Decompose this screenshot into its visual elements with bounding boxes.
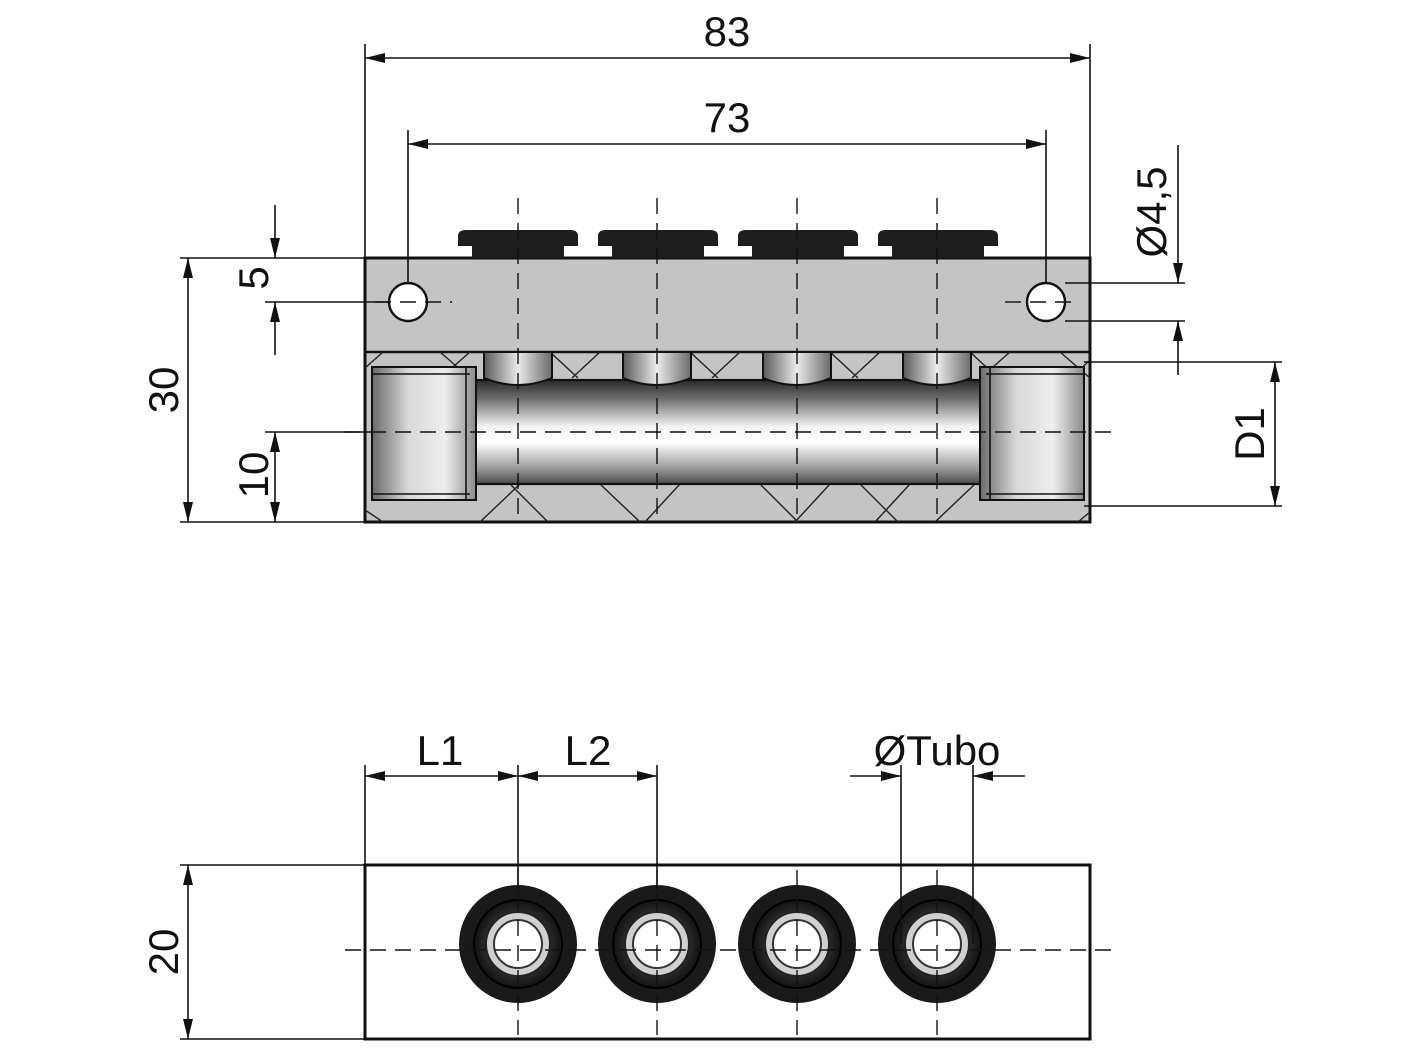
dimension-lines-plan <box>183 771 1025 1039</box>
push-in-fitting-3 <box>738 230 858 258</box>
front-section-view: 83 73 30 5 10 Ø4,5 D1 <box>140 8 1282 524</box>
dim-5-label: 5 <box>230 266 277 289</box>
dim-30-label: 30 <box>140 367 187 414</box>
push-in-fitting-plan-3 <box>738 885 856 1003</box>
dim-d45-label: Ø4,5 <box>1128 166 1175 257</box>
centerlines-plan <box>345 870 1120 1035</box>
centerlines-front <box>345 198 1120 522</box>
plan-view: L1 L2 ØTubo 20 <box>140 727 1120 1041</box>
push-in-fitting-plan-1 <box>459 885 577 1003</box>
dim-l1-label: L1 <box>417 727 464 774</box>
dim-83-label: 83 <box>704 8 751 55</box>
fitting-cups <box>483 351 972 386</box>
extension-lines-plan <box>180 765 974 1040</box>
push-in-fitting-plan-2 <box>598 885 716 1003</box>
dimension-lines-front <box>183 53 1280 522</box>
push-in-fitting-plan-4 <box>878 885 996 1003</box>
dim-d1-label: D1 <box>1226 407 1273 461</box>
dim-73-label: 73 <box>704 94 751 141</box>
section-hatching <box>364 351 1091 523</box>
push-in-fitting-heads <box>458 230 998 258</box>
push-in-fitting-4 <box>878 230 998 258</box>
push-in-fitting-2 <box>598 230 718 258</box>
threaded-port-right <box>979 366 1085 501</box>
extension-lines-front <box>180 44 1282 523</box>
dim-10-label: 10 <box>230 452 277 499</box>
dim-20-label: 20 <box>140 929 187 976</box>
dim-tube-label: ØTubo <box>874 727 1001 774</box>
threaded-port-left <box>371 366 477 501</box>
dim-l2-label: L2 <box>565 727 612 774</box>
